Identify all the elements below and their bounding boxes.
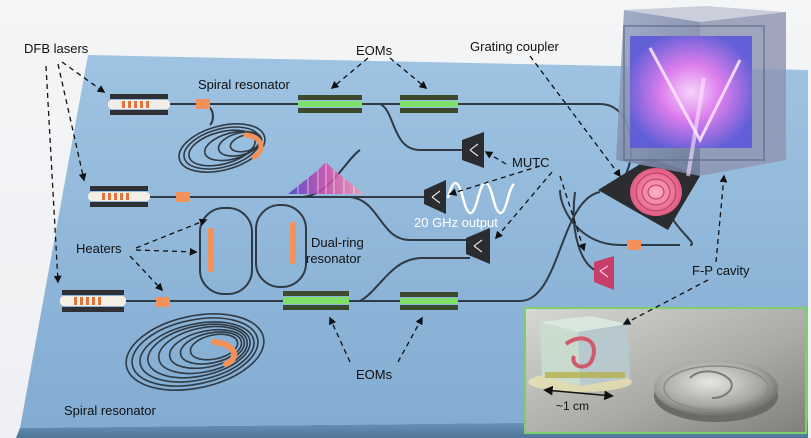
mutc-label: MUTC bbox=[512, 155, 550, 170]
mutc-photodetector-4 bbox=[594, 256, 614, 290]
mutc-photodetector-1 bbox=[462, 132, 484, 168]
dual-ring-resonator bbox=[199, 204, 307, 295]
eoms-bottom-label: EOMs bbox=[356, 367, 393, 382]
grating-coupler bbox=[598, 158, 700, 230]
spiral-heater-top bbox=[243, 132, 264, 160]
mutc-photodetector-2 bbox=[424, 180, 446, 214]
dfb-lasers-label: DFB lasers bbox=[24, 41, 89, 56]
spiral-resonator-top-label: Spiral resonator bbox=[198, 77, 290, 92]
dime-coin-icon bbox=[654, 360, 778, 422]
spiral-resonator-top bbox=[178, 123, 266, 173]
heater-pads bbox=[156, 99, 641, 307]
eoms-top-label: EOMs bbox=[356, 43, 393, 58]
f-p-cavity-photo bbox=[524, 307, 807, 434]
mutc-photodetector-3 bbox=[466, 228, 490, 264]
dfb-laser-top bbox=[108, 94, 170, 115]
spiral-resonator-bottom bbox=[125, 313, 265, 391]
eom-top-right bbox=[400, 95, 458, 113]
fp-cavity-cube bbox=[616, 6, 786, 177]
eom-bottom-left bbox=[283, 291, 349, 310]
output-20ghz-label: 20 GHz output bbox=[414, 215, 498, 230]
fp-cavity-label: F-P cavity bbox=[692, 263, 750, 278]
annotation-arrows bbox=[45, 55, 728, 363]
scale-label: ~1 cm bbox=[556, 399, 590, 413]
eom-bottom-right bbox=[400, 292, 458, 310]
spiral-heater-bottom bbox=[211, 339, 238, 367]
spiral-resonator-bottom-label: Spiral resonator bbox=[64, 403, 156, 418]
heaters-label: Heaters bbox=[76, 241, 122, 256]
dual-ring-label-line1: Dual-ring bbox=[311, 235, 364, 250]
optical-frequency-comb-icon bbox=[288, 162, 364, 194]
dfb-laser-middle bbox=[88, 186, 150, 207]
eom-top-left bbox=[298, 95, 362, 113]
grating-coupler-label: Grating coupler bbox=[470, 39, 559, 54]
cavity-glass-cube bbox=[540, 316, 630, 386]
dual-ring-label-line2: resonator bbox=[306, 251, 361, 266]
scale-bar bbox=[543, 385, 614, 401]
dfb-laser-bottom bbox=[60, 290, 126, 312]
